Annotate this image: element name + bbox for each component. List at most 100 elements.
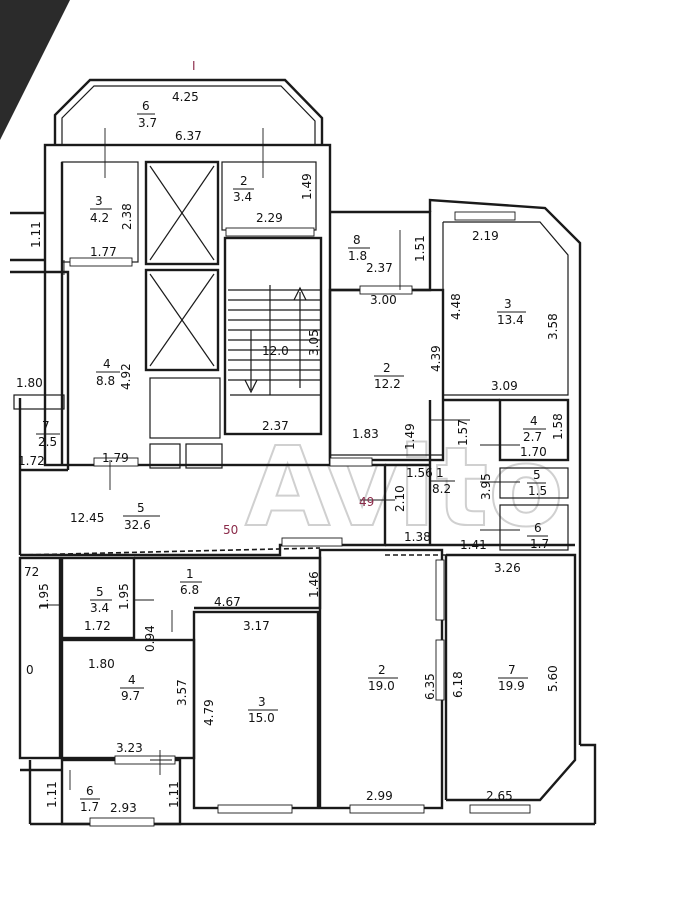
- room-5-hall: 532.6: [123, 501, 160, 532]
- dim-label: 3.05: [307, 329, 321, 356]
- svg-text:2: 2: [240, 174, 248, 188]
- dim-label: 1.72: [84, 619, 111, 633]
- dim-label: 6.18: [451, 671, 465, 698]
- svg-text:2.5: 2.5: [38, 435, 57, 449]
- dim-label: 1.56: [406, 466, 433, 480]
- room-2-small: 23.4: [233, 174, 254, 204]
- dim-label: 3.57: [175, 679, 189, 706]
- svg-text:6: 6: [86, 784, 94, 798]
- dim-label: 2.99: [366, 789, 393, 803]
- svg-text:2: 2: [383, 361, 391, 375]
- room-6-right: 61.7: [527, 521, 549, 551]
- dim-label: 2.10: [393, 485, 407, 512]
- dim-label: 1.70: [520, 445, 547, 459]
- dim-label: 4.79: [202, 699, 216, 726]
- dim-label: 6.37: [175, 129, 202, 143]
- svg-text:1.7: 1.7: [80, 800, 99, 814]
- dim-label: 2.19: [472, 229, 499, 243]
- photo-corner-shadow: [0, 0, 70, 140]
- axis-label-49: 49: [359, 495, 374, 509]
- dim-label: 1.80: [16, 376, 43, 390]
- svg-text:1: 1: [186, 567, 194, 581]
- dim-label: 1.46: [307, 571, 321, 598]
- dim-label: 1.80: [88, 657, 115, 671]
- dim-label: 1.41: [460, 538, 487, 552]
- dim-label: 1.11: [29, 221, 43, 248]
- svg-text:6.8: 6.8: [180, 583, 199, 597]
- svg-text:5: 5: [533, 468, 541, 482]
- svg-text:1.8: 1.8: [348, 249, 367, 263]
- room-3-lower: 315.0: [248, 695, 278, 725]
- dim-label: 0.94: [143, 625, 157, 652]
- svg-text:19.9: 19.9: [498, 679, 525, 693]
- room-6-lower: 61.7: [80, 784, 100, 814]
- svg-text:8.8: 8.8: [96, 374, 115, 388]
- room-3-large: 313.4: [497, 297, 526, 327]
- svg-text:5: 5: [137, 501, 145, 515]
- svg-text:9.7: 9.7: [121, 689, 140, 703]
- dim-label: 3.95: [479, 473, 493, 500]
- dim-label: 1.72: [18, 454, 45, 468]
- room-2-mid: 212.2: [374, 361, 404, 391]
- axis-label-top: I: [192, 59, 196, 73]
- windows: [69, 211, 531, 827]
- dim-label: 2.37: [366, 261, 393, 275]
- dim-label: 1.95: [117, 583, 131, 610]
- svg-text:3.4: 3.4: [90, 601, 109, 615]
- dim-label: 4.92: [119, 363, 133, 390]
- room-7-lower: 719.9: [498, 663, 528, 693]
- dim-label: 1.11: [45, 781, 59, 808]
- svg-text:3.7: 3.7: [138, 116, 157, 130]
- svg-text:7: 7: [508, 663, 516, 677]
- dim-label: 3.23: [116, 741, 143, 755]
- svg-text:4: 4: [103, 357, 111, 371]
- svg-text:3: 3: [504, 297, 512, 311]
- room-1-lower: 16.8: [180, 567, 202, 597]
- dim-label: 2.29: [256, 211, 283, 225]
- svg-text:1: 1: [436, 466, 444, 480]
- svg-text:32.6: 32.6: [124, 518, 151, 532]
- svg-text:1.7: 1.7: [530, 537, 549, 551]
- svg-text:12.2: 12.2: [374, 377, 401, 391]
- room-4-lower: 49.7: [120, 673, 144, 703]
- dimension-lines: [40, 128, 520, 790]
- dim-label: 2.38: [120, 203, 134, 230]
- svg-text:8.2: 8.2: [432, 482, 451, 496]
- dim-label: 2.65: [486, 789, 513, 803]
- svg-text:5: 5: [96, 585, 104, 599]
- dim-label: 12.0: [262, 344, 289, 358]
- dimension-labels: 4.25 6.37 2.38 1.77 1.49 2.29 1.11 1.51 …: [16, 90, 565, 815]
- room-3-small: 34.2: [90, 194, 112, 225]
- dim-label: 4.25: [172, 90, 199, 104]
- dim-label: 2.93: [110, 801, 137, 815]
- dim-label: 12.45: [70, 511, 104, 525]
- dim-label: 1.57: [456, 419, 470, 446]
- svg-text:3.4: 3.4: [233, 190, 252, 204]
- dim-label: 1.49: [403, 423, 417, 450]
- dim-label: 1.51: [413, 235, 427, 262]
- dim-label: 0: [26, 663, 34, 677]
- dim-label: 3.00: [370, 293, 397, 307]
- room-4-mid: 48.8: [96, 357, 120, 388]
- room-5-lower: 53.4: [90, 585, 112, 615]
- dim-label: 1.79: [102, 451, 129, 465]
- svg-text:13.4: 13.4: [497, 313, 524, 327]
- axis-label-50: 50: [223, 523, 238, 537]
- room-6-top: 63.7: [137, 99, 157, 130]
- dim-label: 1.58: [551, 413, 565, 440]
- dim-label: 3.26: [494, 561, 521, 575]
- room-labels: 63.7 34.2 23.4 81.8 313.4 48.8 212.2 72.…: [36, 99, 549, 814]
- svg-text:4: 4: [530, 414, 538, 428]
- svg-text:2.7: 2.7: [523, 430, 542, 444]
- dim-label: 6.35: [423, 673, 437, 700]
- dim-label: 1.77: [90, 245, 117, 259]
- dim-label: 72: [24, 565, 39, 579]
- svg-text:15.0: 15.0: [248, 711, 275, 725]
- dim-label: 1.38: [404, 530, 431, 544]
- dim-label: 1.11: [167, 781, 181, 808]
- svg-text:2: 2: [378, 663, 386, 677]
- dim-label: 1.83: [352, 427, 379, 441]
- dim-label: 5.60: [546, 665, 560, 692]
- room-4-right: 42.7: [523, 414, 546, 444]
- svg-text:7: 7: [42, 419, 50, 433]
